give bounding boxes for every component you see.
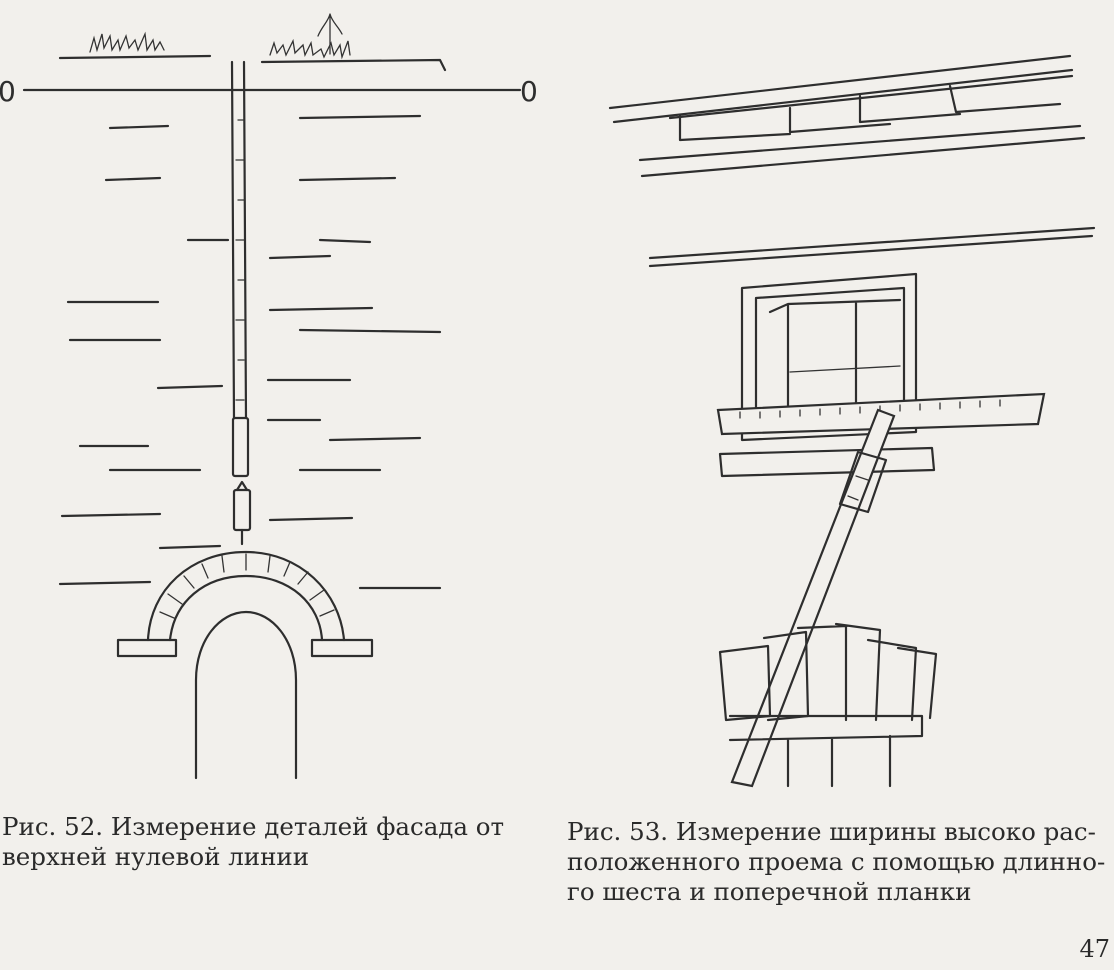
long-pole (730, 408, 896, 788)
figure-52-caption: Рис. 52. Измерение деталей фасада от вер… (2, 812, 542, 872)
figure-53-caption: Рис. 53. Измерение ширины высоко рас- по… (567, 817, 1112, 907)
zero-label-left: 0 (0, 75, 16, 108)
wall-joint-lines (58, 114, 442, 590)
measuring-rod (230, 60, 252, 546)
caption-line: Рис. 52. Измерение деталей фасада от (2, 812, 505, 841)
window-sill (718, 446, 936, 478)
fence (718, 622, 938, 788)
zero-label-right: 0 (520, 75, 538, 108)
arch-window (116, 550, 374, 780)
cornice (608, 54, 1086, 178)
figure-53-pole-and-crossbar (608, 54, 1096, 788)
caption-line: верхней нулевой линии (2, 842, 310, 871)
page-number: 47 (1079, 935, 1110, 963)
string-course (648, 226, 1096, 268)
ground-grass (58, 13, 447, 72)
caption-line: положенного проема с помощью длинно- (567, 847, 1106, 876)
caption-line: Рис. 53. Измерение ширины высоко рас- (567, 817, 1096, 846)
caption-line: го шеста и поперечной планки (567, 877, 972, 906)
